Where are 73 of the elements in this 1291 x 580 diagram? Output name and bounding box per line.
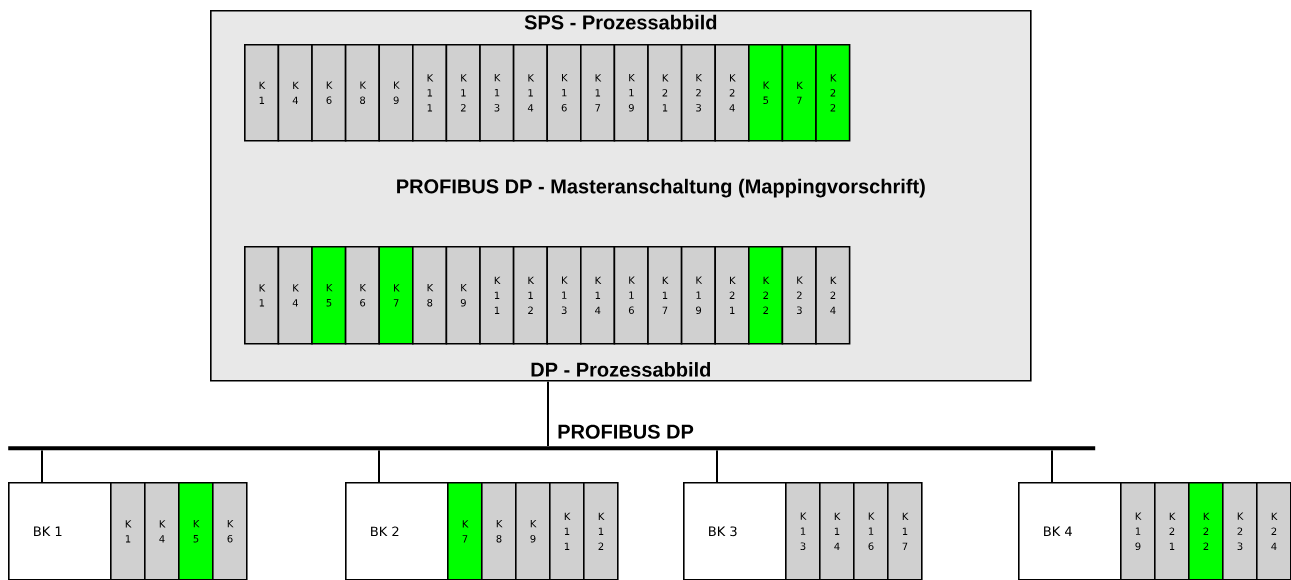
cell-box: K 2 1 bbox=[1154, 482, 1190, 580]
cell-box: K 1 1 bbox=[549, 482, 585, 580]
cell-box: K 1 bbox=[244, 44, 280, 142]
cell-box: K 1 6 bbox=[853, 482, 889, 580]
cell-box: K 2 4 bbox=[714, 44, 750, 142]
cell-box: K 9 bbox=[378, 44, 414, 142]
cell-box: K 1 bbox=[244, 246, 280, 345]
cell-box: K 4 bbox=[144, 482, 180, 580]
cell-box: K 1 9 bbox=[680, 246, 716, 345]
node-label: K 1 bbox=[125, 520, 132, 543]
bus-drop-line bbox=[378, 449, 380, 483]
cell-box: K 5 bbox=[311, 246, 347, 345]
cell-box: K 2 1 bbox=[714, 246, 750, 345]
cell-box: K 1 7 bbox=[887, 482, 923, 580]
cell-box: K 1 6 bbox=[546, 44, 582, 142]
cell-box: K 1 4 bbox=[819, 482, 855, 580]
cell-box: K 1 2 bbox=[583, 482, 619, 580]
cell-box: K 1 7 bbox=[580, 44, 616, 142]
cell-box: K 9 bbox=[445, 246, 481, 345]
cell-box: K 2 2 bbox=[1188, 482, 1224, 580]
station-box: BK 3 bbox=[683, 482, 787, 580]
cell-box: K 2 3 bbox=[680, 44, 716, 142]
cell-box: K 5 bbox=[748, 44, 784, 142]
cell-box: K 1 bbox=[110, 482, 146, 580]
cell-box: K 8 bbox=[481, 482, 517, 580]
cell-box: K 2 2 bbox=[748, 246, 784, 345]
cell-box: K 1 3 bbox=[546, 246, 582, 345]
cell-box: K 4 bbox=[277, 44, 313, 142]
cell-box: K 1 6 bbox=[613, 246, 649, 345]
cell-box: K 1 3 bbox=[479, 44, 515, 142]
cell-box: K 8 bbox=[412, 246, 448, 345]
cell-box: K 4 bbox=[277, 246, 313, 345]
cell-box: K 1 9 bbox=[1120, 482, 1156, 580]
station-box: BK 4 bbox=[1018, 482, 1122, 580]
cell-box: K 1 1 bbox=[479, 246, 515, 345]
cell-box: K 1 2 bbox=[445, 44, 481, 142]
bus-drop-line bbox=[547, 380, 549, 447]
node-label: K 2 3 bbox=[1237, 512, 1244, 551]
cell-box: K 1 1 bbox=[412, 44, 448, 142]
cell-box: K 2 3 bbox=[781, 246, 817, 345]
bus-label: PROFIBUS DP bbox=[558, 424, 694, 439]
cell-box: K 1 4 bbox=[512, 44, 548, 142]
cell-box: K 2 3 bbox=[1222, 482, 1258, 580]
node-label: K 1 1 bbox=[564, 512, 571, 550]
bus-drop-line bbox=[41, 449, 43, 483]
cell-box: K 2 4 bbox=[1256, 482, 1291, 580]
station-box: BK 2 bbox=[345, 482, 449, 580]
node-label: K 1 9 bbox=[1135, 512, 1142, 551]
cell-box: K 1 9 bbox=[613, 44, 649, 142]
cell-box: K 6 bbox=[311, 44, 347, 142]
bus-drop-line bbox=[716, 449, 718, 483]
cell-box: K 1 4 bbox=[580, 246, 616, 345]
cell-box: K 5 bbox=[178, 482, 214, 580]
node-label: K 1 6 bbox=[868, 512, 875, 551]
cell-box: K 1 3 bbox=[785, 482, 821, 580]
cell-box: K 6 bbox=[344, 246, 380, 345]
cell-box: K 1 7 bbox=[647, 246, 683, 345]
node-label: K 8 bbox=[496, 520, 503, 543]
bus-drop-line bbox=[1051, 449, 1053, 483]
node-label: K 1 4 bbox=[834, 512, 841, 550]
station-box: BK 1 bbox=[8, 482, 112, 580]
cell-box: K 2 4 bbox=[815, 246, 851, 345]
cell-box: K 9 bbox=[515, 482, 551, 580]
cell-box: K 7 bbox=[447, 482, 483, 580]
cell-box: K 2 1 bbox=[647, 44, 683, 142]
cell-box: K 8 bbox=[344, 44, 380, 142]
node-label: K 9 bbox=[530, 520, 537, 543]
node-label: K 1 3 bbox=[800, 512, 807, 551]
cell-box: K 1 2 bbox=[512, 246, 548, 345]
cell-box: K 2 2 bbox=[815, 44, 851, 142]
cell-box: K 6 bbox=[212, 482, 248, 580]
cell-box: K 7 bbox=[781, 44, 817, 142]
cell-box: K 7 bbox=[378, 246, 414, 345]
